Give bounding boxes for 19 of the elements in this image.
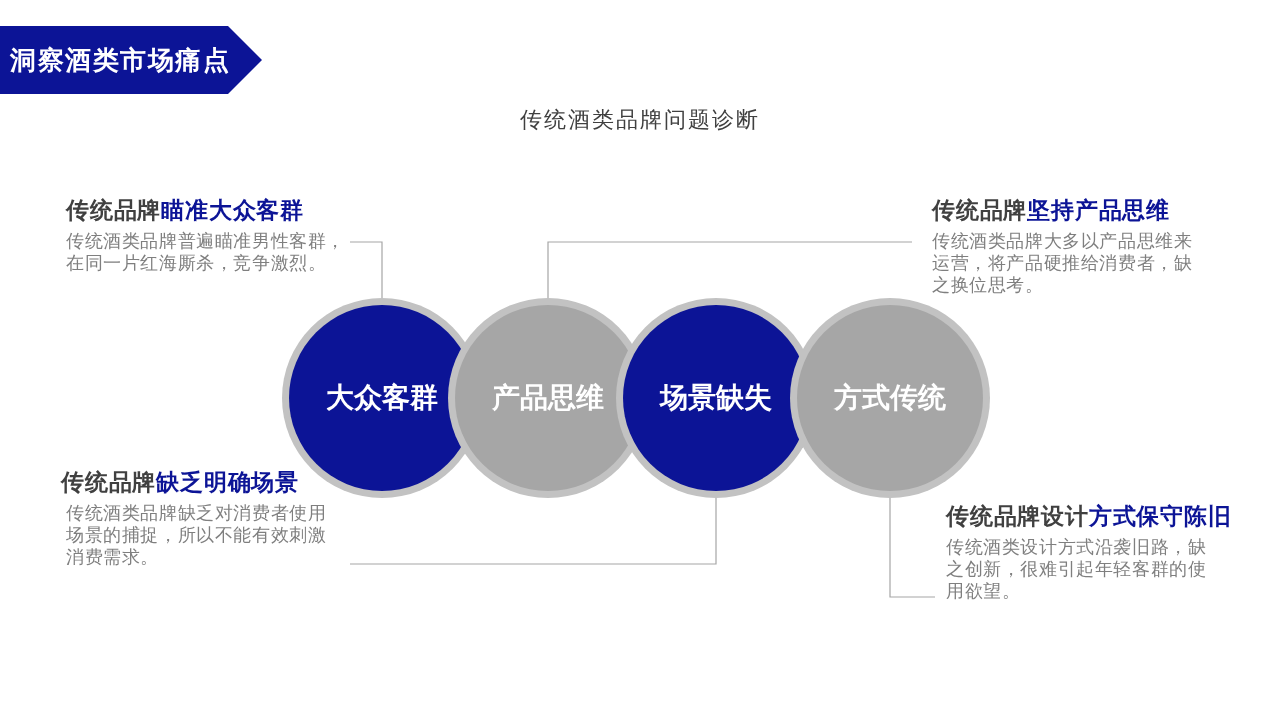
subtitle: 传统酒类品牌问题诊断 bbox=[520, 107, 760, 132]
callout-heading: 传统品牌设计方式保守陈旧 bbox=[946, 502, 1232, 530]
page-title: 洞察酒类市场痛点 bbox=[10, 44, 230, 77]
callout-text: 传统酒类品牌大多以产品思维来运营，将产品硬推给消费者，缺之换位思考。 bbox=[932, 230, 1194, 296]
callout-heading: 传统品牌缺乏明确场景 bbox=[61, 468, 299, 496]
circle bbox=[790, 298, 990, 498]
callout-heading: 传统品牌瞄准大众客群 bbox=[66, 196, 304, 224]
circle-label: 大众客群 bbox=[325, 380, 439, 416]
circle-label: 产品思维 bbox=[491, 380, 605, 416]
leader-line bbox=[349, 497, 717, 565]
circle-label: 方式传统 bbox=[833, 380, 947, 416]
leader-line bbox=[349, 241, 383, 299]
callout-text: 传统酒类品牌缺乏对消费者使用场景的捕捉，所以不能有效刺激消费需求。 bbox=[66, 502, 328, 568]
callout-heading: 传统品牌坚持产品思维 bbox=[932, 196, 1170, 224]
leader-line bbox=[547, 241, 913, 299]
callout-text: 传统酒类设计方式沿袭旧路，缺之创新，很难引起年轻客群的使用欲望。 bbox=[946, 536, 1208, 602]
callout-text: 传统酒类品牌普遍瞄准男性客群，在同一片红海厮杀，竞争激烈。 bbox=[66, 230, 346, 274]
leader-line bbox=[889, 497, 936, 598]
circle-label: 场景缺失 bbox=[658, 380, 773, 416]
